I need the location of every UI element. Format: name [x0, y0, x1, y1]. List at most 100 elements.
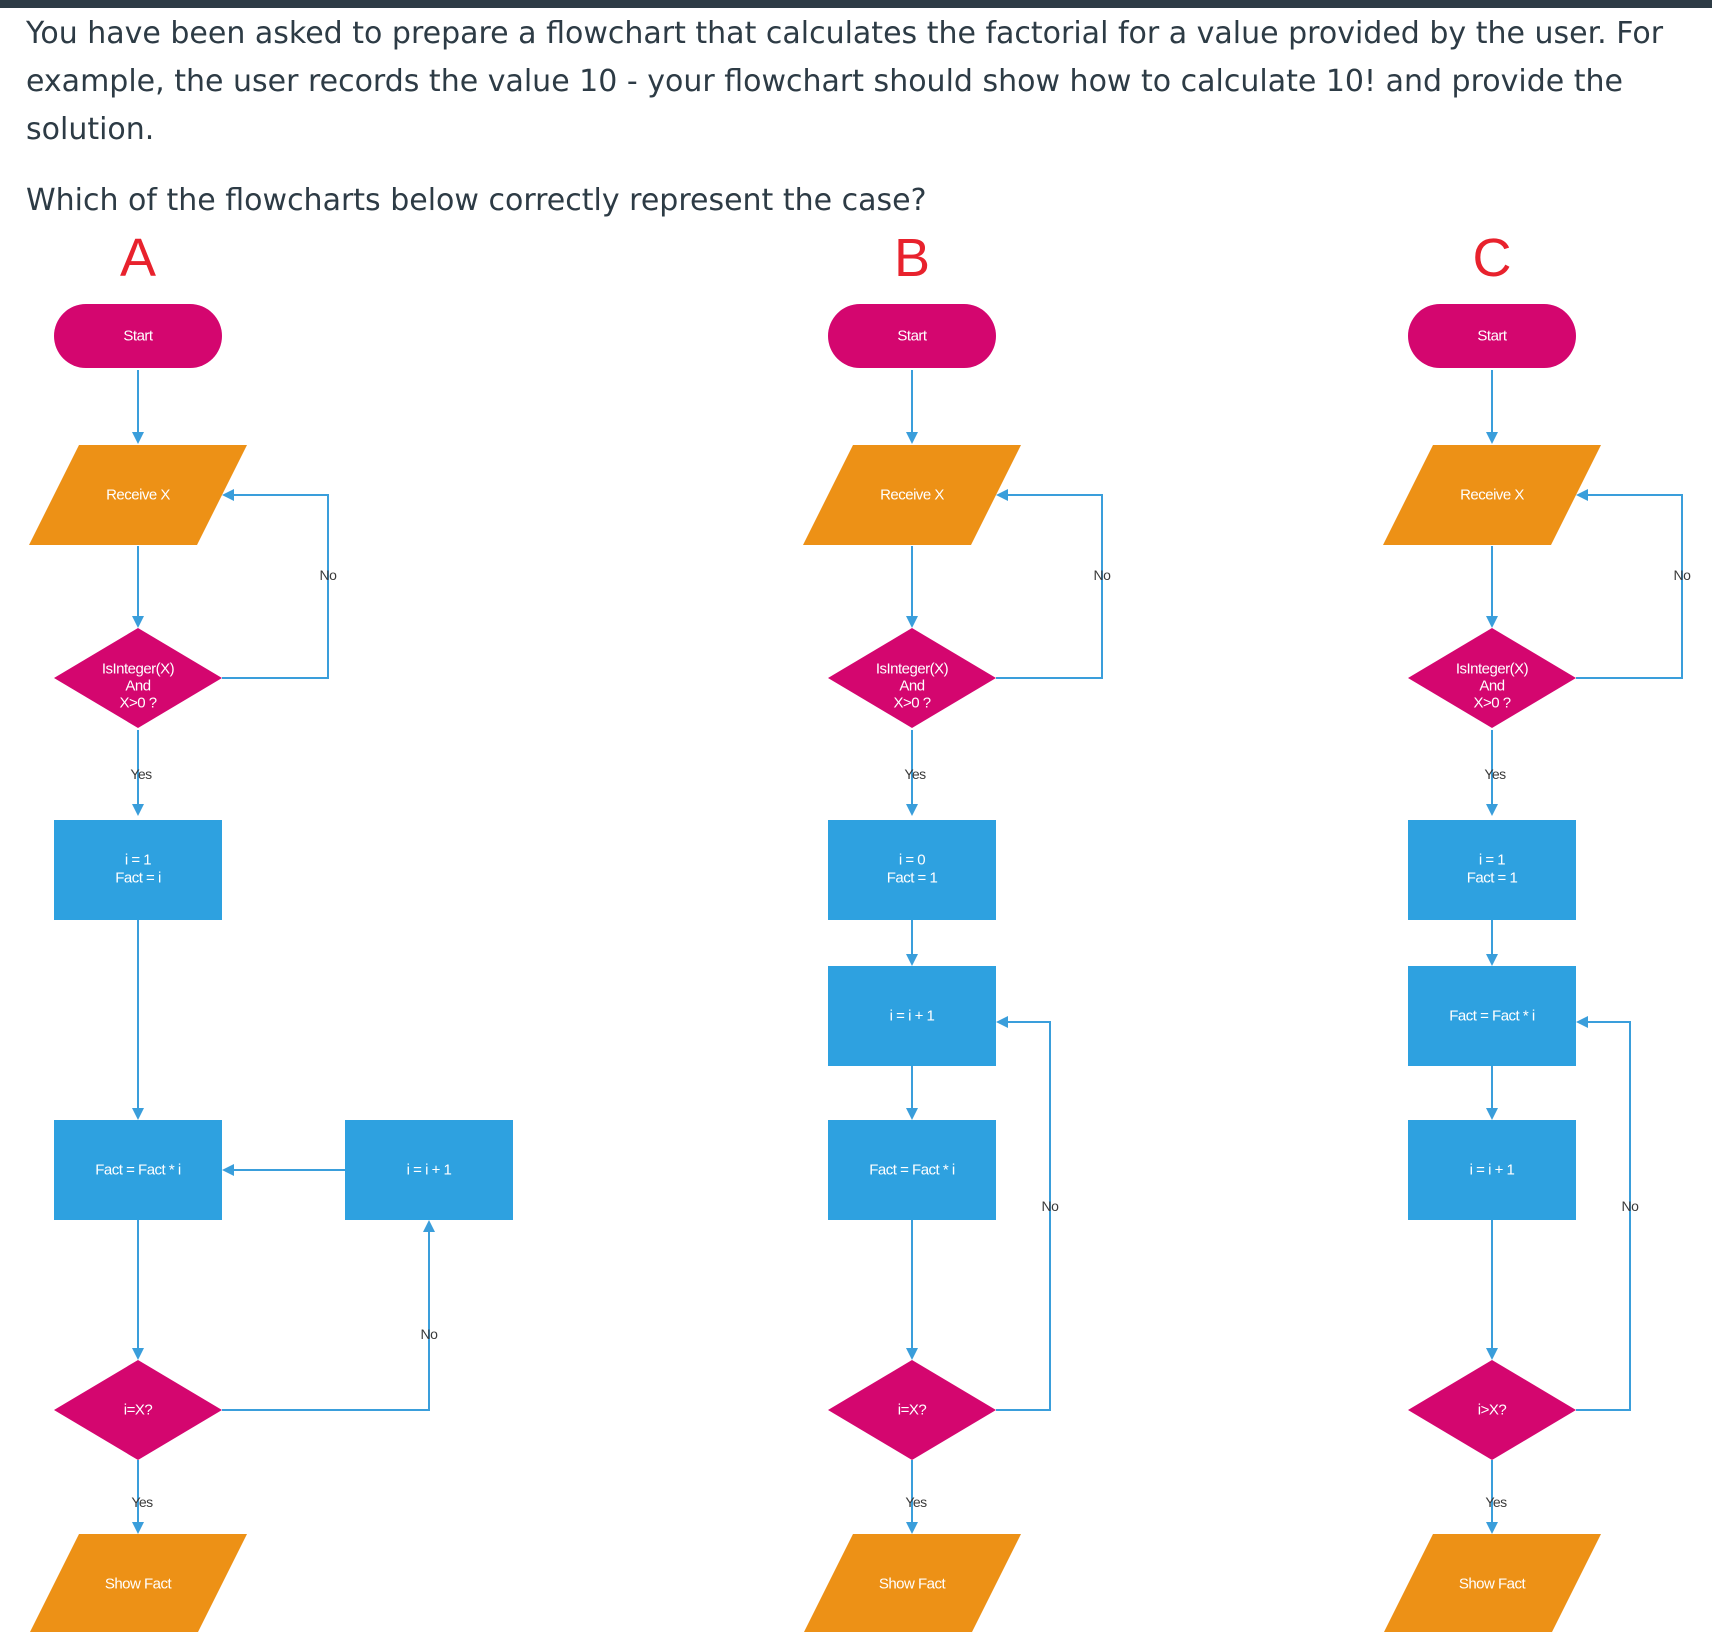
edge-label: Yes [905, 1494, 927, 1510]
node-label-line: IsInteger(X) [1456, 661, 1529, 678]
connector [222, 489, 329, 679]
receive-node: Receive X [29, 445, 247, 545]
process-shape [828, 820, 996, 920]
flowchart-title: A [120, 228, 156, 288]
decision-shape [1408, 1360, 1576, 1460]
io-shape [1384, 1534, 1601, 1632]
loop-decision: i=X? [54, 1360, 222, 1460]
node-label-line: Fact = i [115, 870, 161, 887]
decision-shape [1408, 628, 1576, 728]
node-label: i = i + 1 [890, 1008, 935, 1025]
question-text: You have been asked to prepare a flowcha… [26, 10, 1686, 225]
node-label-line: X>0 ? [119, 695, 156, 712]
node-label: Fact = Fact * i [1449, 1008, 1535, 1025]
process-shape [1408, 1120, 1576, 1220]
fact-node: Fact = Fact * i [828, 1120, 996, 1220]
connector [222, 1220, 435, 1411]
increment-node: i = i + 1 [345, 1120, 513, 1220]
connector [1576, 1016, 1631, 1411]
node-label: i>X? [1478, 1402, 1507, 1419]
node-label: i = i + 1 [407, 1162, 452, 1179]
edge-label: No [1042, 1198, 1060, 1214]
terminal-shape [828, 304, 996, 368]
edge-label: No [1094, 567, 1112, 583]
start-node: Start [1408, 304, 1576, 368]
edge-label: Yes [1485, 1494, 1507, 1510]
node-label: Show Fact [105, 1576, 173, 1593]
node-label: i = i + 1 [1470, 1162, 1515, 1179]
io-shape [1383, 445, 1601, 545]
node-label: i=X? [124, 1402, 153, 1419]
node-label-line: And [125, 678, 150, 695]
flowchart-title: C [1473, 228, 1512, 288]
node-label: Start [123, 328, 154, 345]
receive-node: Receive X [803, 445, 1021, 545]
receive-node: Receive X [1383, 445, 1601, 545]
edge-label: Yes [130, 766, 152, 782]
connector [1576, 489, 1683, 679]
start-node: Start [828, 304, 996, 368]
node-label-line: i = 1 [1479, 852, 1505, 869]
edge-label: Yes [904, 766, 926, 782]
output-node: Show Fact [804, 1534, 1021, 1632]
edge-label: No [421, 1326, 439, 1342]
process-shape [828, 1120, 996, 1220]
process-shape [54, 820, 222, 920]
node-label: Receive X [106, 487, 170, 504]
increment-node: i = i + 1 [828, 966, 996, 1066]
io-shape [803, 445, 1021, 545]
decision-shape [54, 628, 222, 728]
edge-label: Yes [131, 1494, 153, 1510]
process-shape [345, 1120, 513, 1220]
start-node: Start [54, 304, 222, 368]
top-border [0, 0, 1712, 8]
node-label-line: X>0 ? [1473, 695, 1510, 712]
decision-shape [828, 1360, 996, 1460]
terminal-shape [54, 304, 222, 368]
node-label: Start [1477, 328, 1508, 345]
node-label: Fact = Fact * i [869, 1162, 955, 1179]
fact-node: Fact = Fact * i [54, 1120, 222, 1220]
edge-label: No [1622, 1198, 1640, 1214]
node-label-line: i = 1 [125, 852, 151, 869]
node-label-line: And [899, 678, 924, 695]
process-shape [1408, 966, 1576, 1066]
connector [996, 1016, 1051, 1411]
increment-node: i = i + 1 [1408, 1120, 1576, 1220]
edge-label: Yes [1484, 766, 1506, 782]
node-label: Fact = Fact * i [95, 1162, 181, 1179]
node-label-line: IsInteger(X) [102, 661, 175, 678]
question-prompt: You have been asked to prepare a flowcha… [26, 16, 1664, 147]
node-label-line: IsInteger(X) [876, 661, 949, 678]
io-shape [804, 1534, 1021, 1632]
node-label-line: And [1479, 678, 1504, 695]
output-node: Show Fact [30, 1534, 247, 1632]
io-shape [29, 445, 247, 545]
node-label: Receive X [1460, 487, 1524, 504]
node-label: Show Fact [879, 1576, 947, 1593]
process-shape [828, 966, 996, 1066]
flowchart-title: B [894, 228, 930, 288]
decision-shape [54, 1360, 222, 1460]
question-ask: Which of the flowcharts below correctly … [26, 183, 927, 218]
node-label-line: Fact = 1 [887, 870, 938, 887]
node-label-line: i = 0 [899, 852, 925, 869]
io-shape [30, 1534, 247, 1632]
node-label-line: Fact = 1 [1467, 870, 1518, 887]
output-node: Show Fact [1384, 1534, 1601, 1632]
terminal-shape [1408, 304, 1576, 368]
node-label: Receive X [880, 487, 944, 504]
loop-decision: i=X? [828, 1360, 996, 1460]
process-shape [54, 1120, 222, 1220]
edge-label: No [1674, 567, 1692, 583]
edge-label: No [320, 567, 338, 583]
node-label: Start [897, 328, 928, 345]
